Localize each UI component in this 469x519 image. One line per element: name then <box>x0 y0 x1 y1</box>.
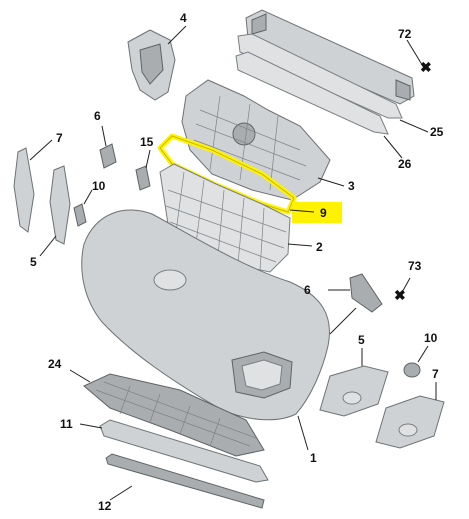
part-7-side-trim-left <box>13 147 35 233</box>
callout-72: 72 <box>398 27 412 41</box>
part-10-clip-left <box>73 203 87 227</box>
leader-11 <box>79 423 103 429</box>
callout-4: 4 <box>180 11 187 25</box>
leader-7-left <box>29 139 53 161</box>
part-6-bracket-lower <box>349 273 383 313</box>
callout-5-left: 5 <box>30 255 37 269</box>
leader-6-upper <box>101 125 107 147</box>
callout-9: 9 <box>320 206 327 220</box>
part-5-bezel-left <box>49 165 71 245</box>
leader-1 <box>297 415 309 451</box>
callout-10-right: 10 <box>424 331 438 345</box>
leader-10-left <box>83 189 93 205</box>
part-5-bezel-right <box>319 365 389 417</box>
callout-6-lower: 6 <box>304 283 311 297</box>
callout-1: 1 <box>310 451 317 465</box>
leader-15 <box>145 149 151 169</box>
part-72-beam <box>245 9 415 105</box>
part-11-lower-spoiler <box>99 419 269 483</box>
leader-6-lower-tail <box>329 307 357 335</box>
part-10-cap-right <box>403 362 421 378</box>
part-4-bracket <box>127 29 176 101</box>
callout-73-x: ✖ <box>394 287 406 303</box>
part-15-clip <box>135 165 151 191</box>
leader-2 <box>287 243 313 247</box>
leader-73 <box>399 277 411 297</box>
callout-15: 15 <box>140 135 154 149</box>
part-12-lower-strip <box>105 453 265 509</box>
callout-6-upper: 6 <box>94 109 101 123</box>
part-26-foam <box>235 51 389 135</box>
callout-11: 11 <box>60 417 73 431</box>
leader-3 <box>317 177 345 187</box>
part-25-absorber <box>237 33 403 119</box>
part-1-bumper-cover <box>81 209 330 421</box>
leader-26 <box>383 135 403 159</box>
callout-26: 26 <box>398 157 412 171</box>
callout-3: 3 <box>348 179 355 193</box>
part-6-bracket-upper <box>99 143 117 169</box>
leader-9 <box>289 209 315 213</box>
callout-73: 73 <box>408 259 422 273</box>
part-24-undertray <box>83 373 265 457</box>
leader-4 <box>167 25 187 45</box>
callout-24: 24 <box>48 357 62 371</box>
callout-5-right: 5 <box>358 333 365 347</box>
leader-12 <box>109 485 133 501</box>
part-7-bezel-right <box>375 395 445 449</box>
leader-24 <box>69 369 91 383</box>
callout-10-left: 10 <box>92 179 106 193</box>
callout-72-x: ✖ <box>420 59 432 75</box>
callout-9-highlight <box>292 202 342 223</box>
callout-7-right: 7 <box>432 367 439 381</box>
callout-7-left: 7 <box>56 131 63 145</box>
leader-10-right <box>417 345 429 363</box>
leader-72 <box>406 39 425 69</box>
leader-25 <box>399 119 429 133</box>
callout-12: 12 <box>98 499 112 513</box>
leader-5-left <box>39 235 57 257</box>
callout-25: 25 <box>430 125 444 139</box>
callout-2: 2 <box>316 240 323 254</box>
part-3-grille-carrier <box>181 79 331 201</box>
